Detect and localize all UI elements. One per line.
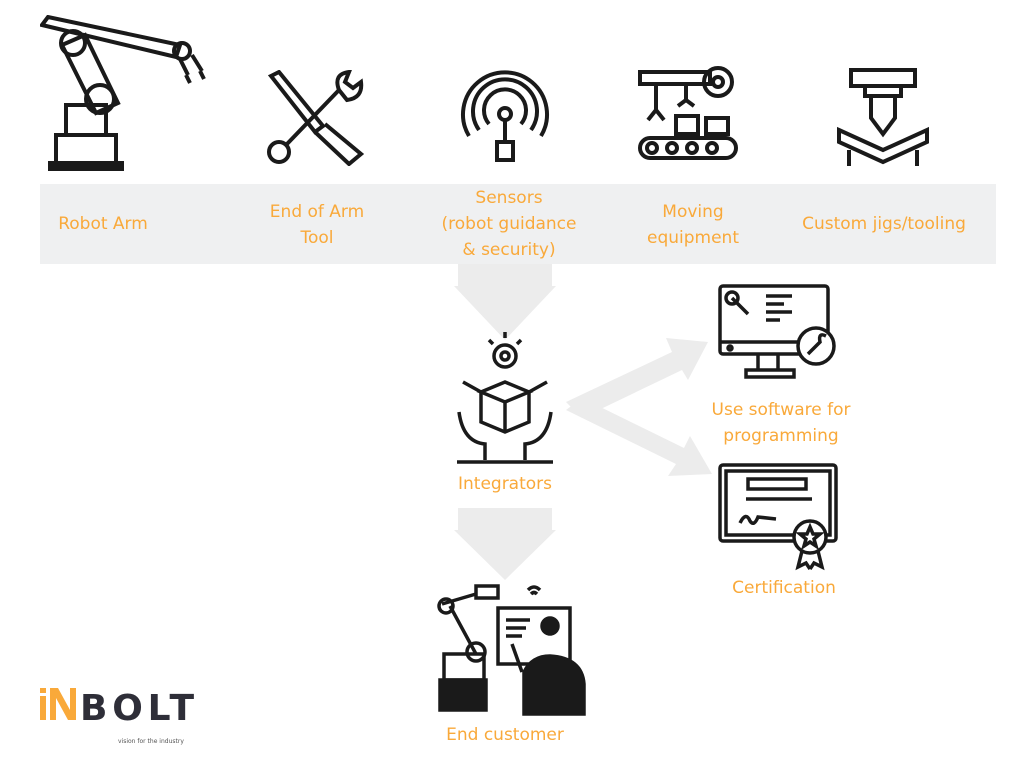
inbolt-logo: BOLT vision for the industry [40,686,196,750]
label-line: Robot Arm [58,214,148,234]
label-line: Custom jigs/tooling [802,214,966,234]
label-sensors: Sensors (robot guidance & security) [442,185,577,263]
logo-tagline: vision for the industry [118,738,184,745]
arrow-to-software [566,338,708,418]
label-certification: Certification [732,578,836,598]
integrator-box-icon [457,332,553,464]
arrow-down-to-integrators [454,264,556,340]
label-line: & security) [462,240,556,260]
inbolt-logo-mark: BOLT vision for the industry [40,688,194,745]
arrow-to-certification [566,398,712,476]
monitor-wrench-icon [718,284,836,379]
sensor-icon [461,70,549,162]
label-moving-equipment: Moving equipment [647,199,739,251]
certificate-icon [718,463,838,571]
label-robot-arm: Robot Arm [58,211,148,237]
label-line: Use software for [711,400,851,420]
label-line: (robot guidance [441,214,577,234]
label-line: equipment [647,228,739,248]
robot-arm-icon [40,15,206,171]
component-band [40,184,996,264]
label-line: Moving [662,202,724,222]
arrow-down-to-end-customer [454,508,556,580]
svg-text:BOLT: BOLT [80,688,194,729]
label-line: Sensors [475,188,543,208]
conveyor-icon [638,66,738,160]
operator-robot-icon [437,584,586,716]
press-tool-icon [837,68,929,166]
label-integrators: Integrators [457,474,553,494]
tools-icon [267,70,365,166]
label-line: programming [723,426,839,446]
label-line: Tool [300,228,334,248]
label-custom-jigs: Custom jigs/tooling [802,211,966,237]
label-line: End of Arm [269,202,365,222]
label-end-customer: End customer [446,725,564,745]
label-software: Use software for programming [712,397,851,449]
